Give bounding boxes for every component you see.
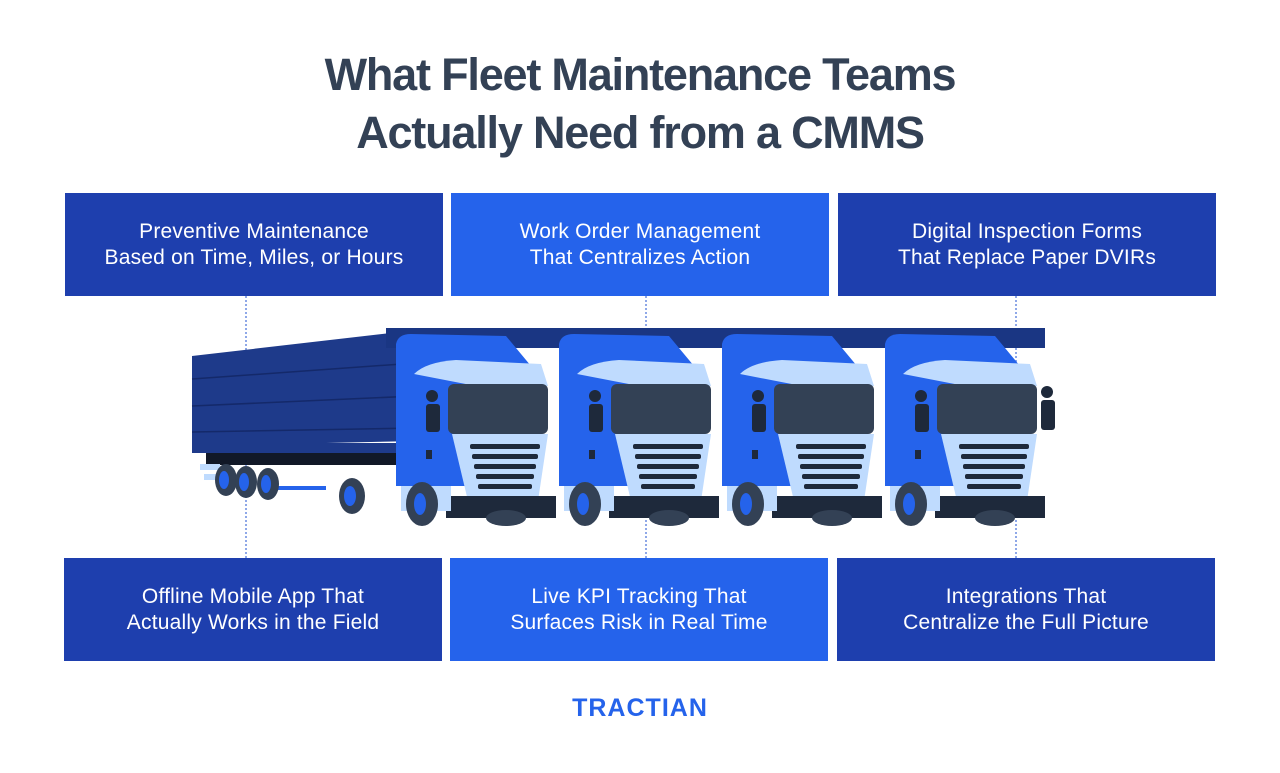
feature-label: Work Order Management — [519, 219, 761, 243]
feature-label: That Replace Paper DVIRs — [897, 245, 1157, 269]
feature-label: Digital Inspection Forms — [911, 219, 1143, 243]
feature-label: Centralize the Full Picture — [903, 610, 1149, 634]
feature-label: Integrations That — [945, 584, 1107, 608]
feature-preventive-maintenance: Preventive Maintenance Based on Time, Mi… — [65, 193, 443, 296]
feature-label: That Centralizes Action — [529, 245, 751, 269]
feature-live-kpi-tracking: Live KPI Tracking That Surfaces Risk in … — [450, 558, 828, 661]
feature-integrations: Integrations That Centralize the Full Pi… — [837, 558, 1215, 661]
feature-work-order-management: Work Order Management That Centralizes A… — [451, 193, 829, 296]
feature-label: Live KPI Tracking That — [531, 584, 747, 608]
truck-fleet-illustration — [191, 328, 1055, 526]
feature-label: Surfaces Risk in Real Time — [510, 610, 768, 634]
feature-label: Offline Mobile App That — [141, 584, 365, 608]
feature-digital-inspection-forms: Digital Inspection Forms That Replace Pa… — [838, 193, 1216, 296]
tractian-logo: TRACTIAN — [572, 694, 708, 722]
feature-offline-mobile-app: Offline Mobile App That Actually Works i… — [64, 558, 442, 661]
feature-label: Actually Works in the Field — [126, 610, 380, 634]
page-title: What Fleet Maintenance Teams Actually Ne… — [0, 46, 1280, 162]
title-line-1: What Fleet Maintenance Teams — [324, 49, 957, 100]
feature-label: Based on Time, Miles, or Hours — [104, 245, 404, 269]
feature-label: Preventive Maintenance — [139, 219, 369, 243]
title-line-2: Actually Need from a CMMS — [356, 107, 925, 158]
